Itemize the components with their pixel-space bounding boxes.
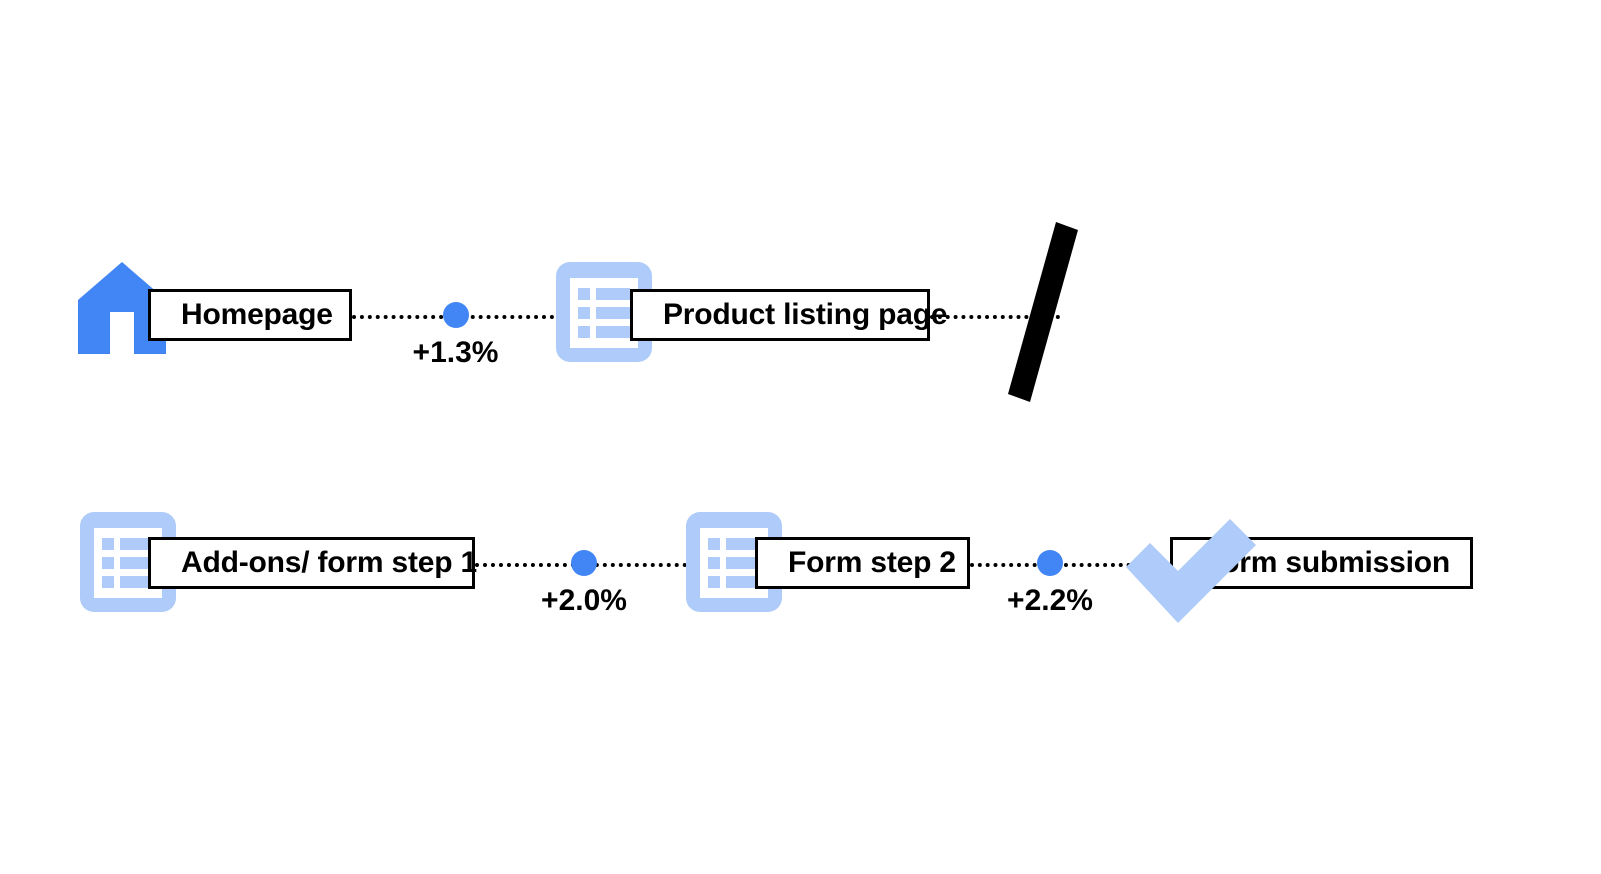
- home-icon: [78, 262, 166, 354]
- metric-dot-icon: [1037, 550, 1063, 576]
- metric-value-2: +2.0%: [541, 584, 627, 617]
- connector-form-step-2-to-form-submission: [970, 563, 1170, 567]
- node-homepage[interactable]: Homepage: [148, 289, 352, 341]
- metric-value-3: +2.2%: [1007, 584, 1093, 617]
- connector-product-listing-to-exit: [930, 315, 1060, 319]
- metric-homepage-to-product-listing: +1.3%: [398, 302, 513, 368]
- metric-value-1: +1.3%: [412, 336, 499, 369]
- metric-addons-to-form-step-2: +2.0%: [524, 550, 644, 616]
- node-product-listing-page[interactable]: Product listing page: [630, 289, 948, 341]
- metric-dot-icon: [571, 550, 597, 576]
- metric-dot-icon: [442, 302, 469, 328]
- checkmark-icon: [1126, 505, 1256, 625]
- node-form-step-2-label: Form step 2: [788, 546, 956, 579]
- node-add-ons-form-step-1[interactable]: Add-ons/ form step 1: [148, 537, 478, 589]
- node-form-step-2[interactable]: Form step 2: [755, 537, 970, 589]
- node-homepage-label: Homepage: [181, 298, 333, 331]
- metric-form-step-2-to-submission: +2.2%: [990, 550, 1110, 616]
- node-product-listing-page-label: Product listing page: [663, 298, 948, 331]
- black-slash-icon: [998, 222, 1088, 402]
- list-document-icon: [556, 262, 652, 362]
- node-add-ons-form-step-1-label: Add-ons/ form step 1: [181, 546, 478, 579]
